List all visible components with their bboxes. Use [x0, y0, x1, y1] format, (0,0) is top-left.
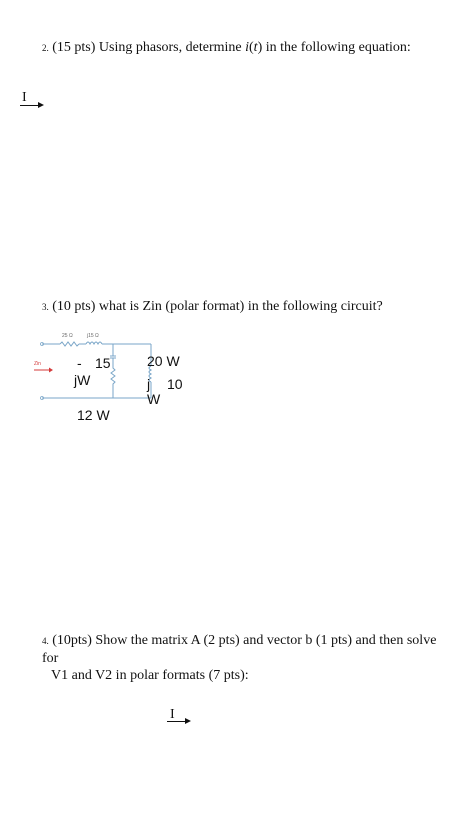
- question-2-paren-close: ): [257, 40, 263, 55]
- arrow-head-q2: [38, 102, 44, 108]
- circuit-diagram: 25 Ω j15 Ω Zin: [30, 328, 200, 428]
- label-j15-ohm: j15 Ω: [87, 333, 99, 339]
- question-3: 3. (10 pts) what is Zin (polar format) i…: [42, 299, 383, 315]
- question-4-number: 4.: [42, 636, 49, 646]
- question-2-text-before: (15 pts) Using phasors, determine: [48, 40, 246, 55]
- circuit-text-jw: jW: [74, 372, 91, 388]
- circuit-wires: [34, 341, 153, 400]
- question-2-paren-open: (: [249, 40, 254, 55]
- question-2-number: 2.: [42, 43, 49, 53]
- circuit-text-20w: 20 W: [147, 353, 180, 369]
- question-3-text: (10 pts) what is Zin (polar format) in t…: [48, 299, 383, 314]
- current-arrow-q4: I: [167, 707, 193, 729]
- question-4: 4. (10pts) Show the matrix A (2 pts) and…: [42, 632, 452, 684]
- circuit-text-10: 10: [167, 376, 183, 392]
- circuit-text-w: W: [147, 391, 161, 407]
- resistor-middle: [110, 358, 116, 398]
- resistor-25: [59, 341, 80, 347]
- inductor-j15: [85, 341, 103, 346]
- question-2-text-after: in the following equation:: [262, 40, 411, 55]
- current-arrow-q2: I: [20, 90, 46, 112]
- label-zin: Zin: [34, 361, 41, 367]
- terminal-top: [40, 342, 44, 346]
- question-4-line2: V1 and V2 in polar formats (7 pts):: [51, 668, 249, 683]
- question-4-line1: (10pts) Show the matrix A (2 pts) and ve…: [42, 633, 437, 666]
- current-label-q4: I: [170, 707, 175, 722]
- current-label-q2: I: [22, 90, 27, 105]
- arrow-shaft-q2: [20, 105, 39, 106]
- circuit-text-12w: 12 W: [77, 407, 110, 423]
- inductor-right: [148, 365, 153, 383]
- label-25-ohm: 25 Ω: [62, 333, 73, 339]
- circuit-text-15: 15: [95, 355, 111, 371]
- question-2-var-t: t: [253, 40, 258, 55]
- arrow-shaft-q4: [167, 721, 186, 722]
- circuit-text-j: j: [147, 376, 151, 392]
- question-3-number: 3.: [42, 302, 49, 312]
- question-2-var-i: i: [245, 40, 249, 55]
- circuit-text-minus: -: [77, 355, 82, 371]
- question-2: 2. (15 pts) Using phasors, determine i(t…: [42, 40, 411, 56]
- arrow-head-q4: [185, 718, 191, 724]
- zin-arrow-head: [49, 367, 53, 373]
